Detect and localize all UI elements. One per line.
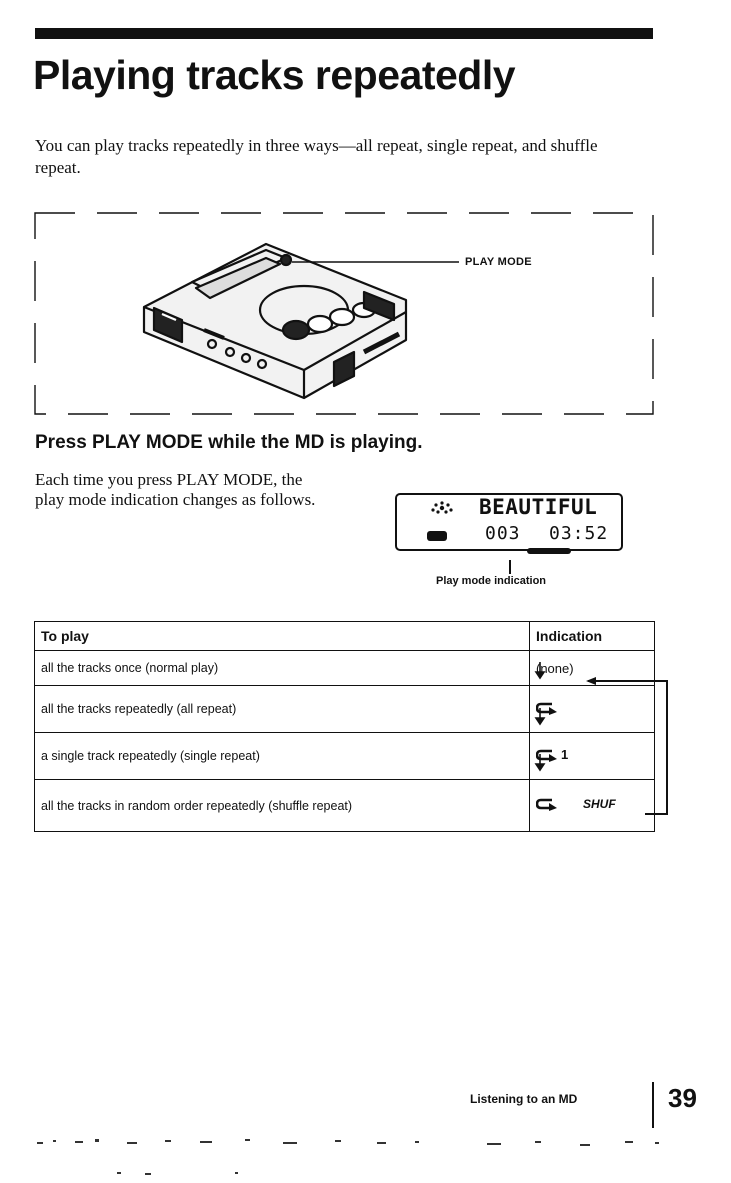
table-row: all the tracks repeatedly (all repeat) — [34, 685, 655, 733]
indication-cell: 1 — [529, 732, 655, 780]
top-rule — [35, 28, 653, 39]
single-repeat-number: 1 — [561, 747, 569, 763]
to-play-cell: all the tracks repeatedly (all repeat) — [34, 685, 530, 733]
table-row: a single track repeatedly (single repeat… — [34, 732, 655, 780]
instruction-heading: Press PLAY MODE while the MD is playing. — [35, 432, 423, 453]
device-illustration — [34, 212, 654, 415]
to-play-cell: all the tracks once (normal play) — [34, 650, 530, 686]
display-track-number: 003 — [485, 523, 521, 544]
mode-cycle-arrows — [534, 662, 668, 815]
repeat-icon — [536, 798, 557, 811]
header-indication: Indication — [529, 621, 655, 651]
page-title: Playing tracks repeatedly — [33, 52, 516, 98]
table-row: all the tracks in random order repeatedl… — [34, 779, 655, 832]
display-caption: Play mode indication — [436, 575, 547, 587]
to-play-cell: all the tracks in random order repeatedl… — [34, 779, 530, 832]
indication-none: (none) — [536, 660, 574, 676]
footer-rule — [652, 1082, 654, 1128]
md-icon — [427, 531, 447, 541]
indication-cell — [529, 685, 655, 733]
intro-paragraph: You can play tracks repeatedly in three … — [35, 136, 598, 177]
shuffle-label: SHUF — [583, 797, 616, 811]
header-to-play: To play — [34, 621, 530, 651]
to-play-cell: a single track repeatedly (single repeat… — [34, 732, 530, 780]
lcd-display: BEAUTIFUL 003 03:52 — [395, 493, 623, 554]
body-paragraph: Each time you press PLAY MODE, the play … — [35, 470, 316, 509]
page-number: 39 — [668, 1083, 697, 1113]
table-header-row: To play Indication — [34, 621, 655, 651]
display-elapsed-time: 03:52 — [549, 523, 609, 544]
footer-section-label: Listening to an MD — [470, 1092, 578, 1106]
scan-artifact-marks — [37, 1139, 659, 1175]
display-caption-pointer — [509, 560, 511, 574]
indication-cell: SHUF — [529, 779, 655, 832]
display-disc-title: BEAUTIFUL — [479, 495, 598, 519]
disc-spin-icon — [431, 501, 453, 514]
md-player-drawing — [142, 242, 408, 400]
play-mode-table: To play Indication all the tracks once (… — [34, 621, 655, 832]
play-mode-callout: PLAY MODE — [465, 256, 532, 268]
play-mode-indicator-segment — [527, 548, 571, 554]
